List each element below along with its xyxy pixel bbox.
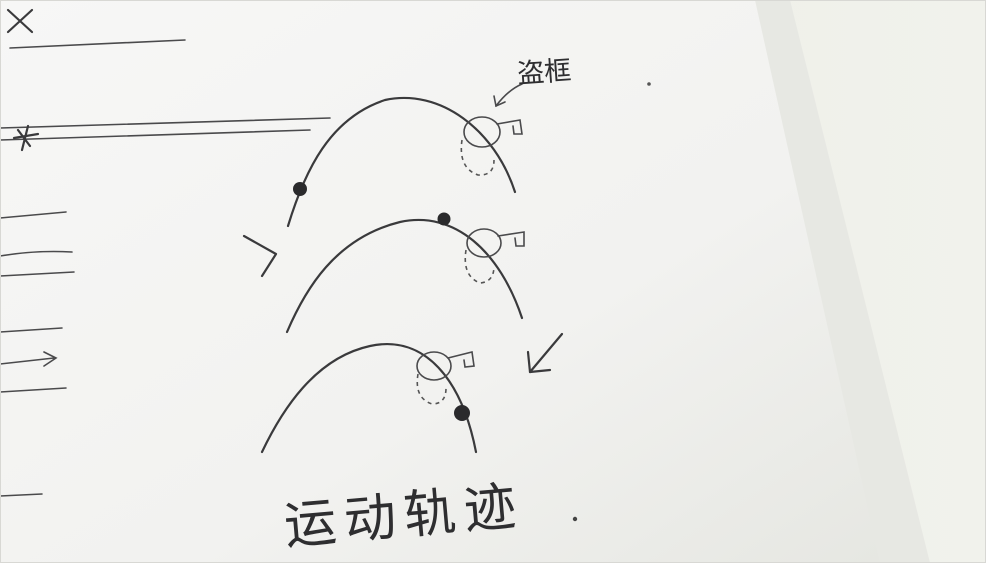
sequence-arrow-right (526, 332, 564, 374)
trajectory-frame-3 (260, 343, 478, 454)
pen-dot (647, 82, 651, 86)
sequence-arrow-left (242, 234, 278, 278)
trajectory-curve-1 (286, 96, 517, 228)
figure-1 (460, 116, 523, 176)
ball-1 (293, 182, 307, 196)
note-arrow (493, 83, 523, 108)
paper-sheet (0, 0, 880, 563)
figure-3 (416, 351, 475, 405)
trajectory-frame-2 (285, 212, 525, 334)
ball-3 (454, 405, 470, 421)
figure-2 (464, 228, 525, 284)
trajectory-frame-1 (286, 96, 523, 228)
pen-dot (572, 516, 578, 522)
margin-scribbles (0, 8, 331, 497)
ball-2 (437, 212, 451, 226)
trajectory-curve-2 (285, 218, 524, 334)
trajectory-curve-3 (260, 343, 478, 454)
note-label: 盗框 (516, 55, 572, 90)
